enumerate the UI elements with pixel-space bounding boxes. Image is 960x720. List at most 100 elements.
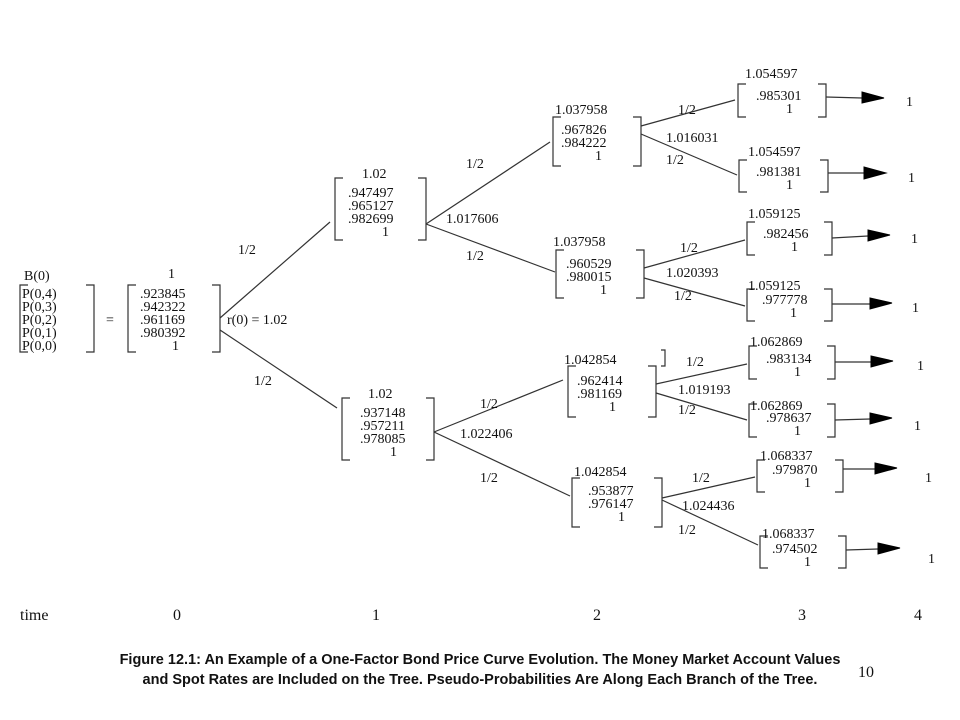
node-prices: .981381 1 [756,166,802,193]
node-prices: .978637 1 [766,411,812,439]
node-prices: .977778 1 [762,293,808,321]
t3-6-right-bracket [827,403,836,438]
terminal-value: 1 [908,171,915,186]
branch-0-to-1-up [219,221,331,319]
node-price: 1 [786,102,793,117]
t2-dd-left-bracket [571,477,580,528]
node-price: .974502 [772,542,818,557]
arrowhead-6 [869,412,893,425]
node-spot-rate: 1.022406 [460,427,513,442]
node-money-market: 1.042854 [574,465,627,480]
node-price: .977778 [762,293,808,308]
probability-label: 1/2 [680,241,698,256]
branch-2dd-to-3-8 [661,499,759,546]
node-price: 1 [790,306,797,321]
t3-5-left-bracket [748,345,757,380]
caption-line: Figure 12.1: An Example of a One-Factor … [119,652,841,668]
branch-1up-to-2up [425,141,551,225]
arrowhead-3 [867,229,891,242]
node-prices: .983134 1 [766,353,812,380]
equals-sign: = [106,313,114,328]
arrowhead-1 [861,91,885,104]
node-spot-rate: 1.016031 [666,131,719,146]
time-axis-tick: 3 [798,607,806,624]
node-money-market: 1.02 [368,387,393,402]
terminal-value: 1 [911,232,918,247]
t2-uu-left-bracket [552,116,561,167]
node-prices: .962414 .981169 1 [577,374,623,415]
node-money-market: 1.042854 [564,353,617,368]
node-price: 1 [600,283,607,298]
arrow-line-1 [825,96,863,99]
initial-price: 1 [172,339,179,354]
node-prices: .937148 .957211 .978085 1 [360,406,406,460]
initial-prices-left-bracket [127,284,136,353]
arrowhead-2 [863,166,888,180]
initial-bond-label: P(0,4) [22,287,57,302]
initial-spot-rate: r(0) = 1.02 [227,313,288,328]
initial-money-market: 1 [168,267,175,282]
node-price: .979870 [772,463,818,478]
node-price: 1 [791,240,798,255]
terminal-value: 1 [906,95,913,110]
arrow-line-6 [834,418,871,421]
node-prices: .967826 .984222 1 [561,124,607,164]
node-price: 1 [786,178,793,193]
probability-label: 1/2 [692,471,710,486]
branch-2uu-to-3-1 [640,99,736,127]
initial-price: .961169 [140,313,185,328]
initial-price: .942322 [140,300,186,315]
node-prices: .960529 .980015 1 [566,258,612,298]
t3-3-left-bracket [746,221,755,256]
node-spot-rate: 1.019193 [678,383,731,398]
initial-bond-label: P(0,1) [22,326,57,341]
node-price: .947497 [348,186,394,201]
time-axis-label: time [20,607,49,624]
initial-bond-labels: P(0,4) P(0,3) P(0,2) P(0,1) P(0,0) [22,287,57,354]
node-price: .981169 [577,387,622,402]
branch-2ud-to-3-4 [643,277,746,307]
branch-2ud-to-3-3 [643,239,746,269]
node-spot-rate: 1.020393 [666,266,719,281]
node-price: .978637 [766,411,812,426]
node-price: .982456 [763,227,809,242]
node-money-market: 1.068337 [762,527,815,542]
probability-label: 1/2 [666,153,684,168]
t2-du-left-bracket [567,365,576,418]
arrowhead-8 [877,542,901,555]
probability-label: 1/2 [480,397,498,412]
node-price: .937148 [360,406,406,421]
node-prices: .982456 1 [763,227,809,255]
probability-label: 1/2 [678,403,696,418]
t1-up-left-bracket [334,177,343,241]
branch-1up-to-2down [425,223,556,273]
node-price: .965127 [348,199,394,214]
t3-2-right-bracket [820,159,829,193]
node-money-market: 1.062869 [750,399,803,414]
branch-2uu-to-3-2 [640,133,738,176]
arrowhead-5 [870,355,894,368]
node-spot-rate: 1.017606 [446,212,499,227]
time-axis-tick: 0 [173,607,181,624]
probability-label: 1/2 [678,523,696,538]
caption-line: and Spot Rates are Included on the Tree.… [142,672,818,688]
branch-0-to-1-down [219,329,338,409]
initial-prices: .923845 .942322 .961169 .980392 1 [140,288,186,354]
node-price: .984222 [561,136,607,151]
t2-uu-right-bracket [633,116,642,167]
node-prices: .947497 .965127 .982699 1 [348,186,394,240]
probability-label: 1/2 [674,289,692,304]
terminal-value: 1 [912,301,919,316]
node-price: 1 [804,555,811,570]
initial-price: .980392 [140,326,186,341]
branch-2du-to-3-5 [655,363,748,385]
probability-label: 1/2 [678,103,696,118]
probability-label: 1/2 [466,157,484,172]
arrow-line-8 [845,548,879,551]
node-money-market: 1.059125 [748,279,801,294]
node-price: .962414 [577,374,623,389]
initial-vector-label: B(0) [24,269,50,284]
node-money-market: 1.037958 [553,235,606,250]
